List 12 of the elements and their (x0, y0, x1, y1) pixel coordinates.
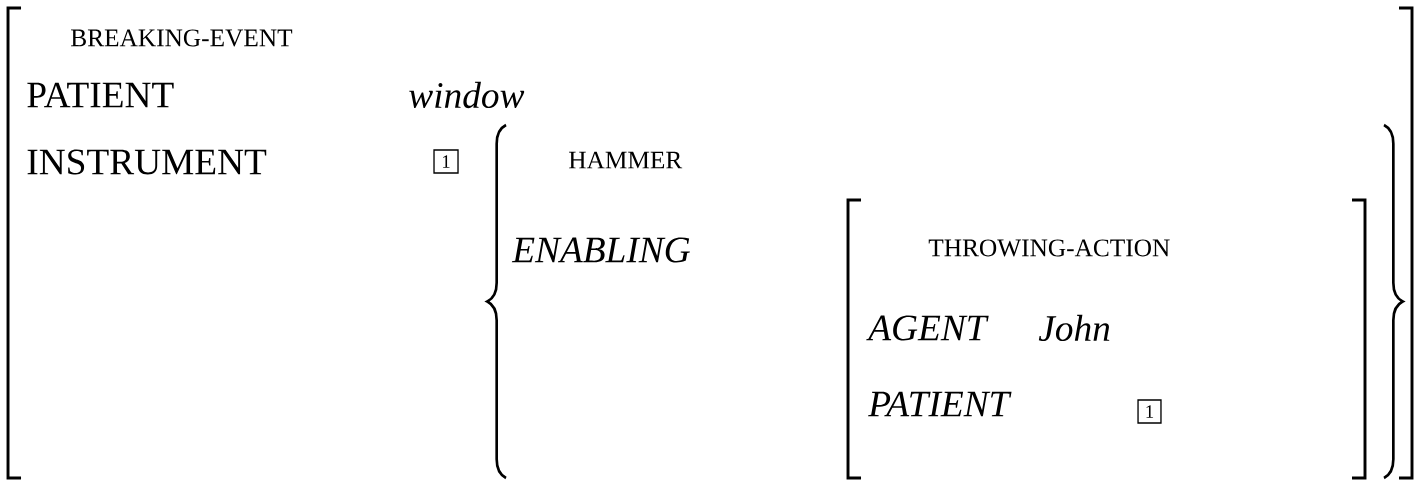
attribute-value: John (1038, 314, 1110, 342)
attribute-value: window (409, 81, 525, 109)
attribute-value: PATIENT (868, 391, 1012, 417)
attribute-value: AGENT (866, 315, 989, 341)
tag-box: 1 (433, 149, 459, 174)
attribute-label: INSTRUMENT (27, 149, 267, 175)
type-label: THROWING-ACTION (928, 239, 1170, 257)
type-label: BREAKING-EVENT (71, 29, 293, 47)
attribute-value: ENABLING (511, 237, 690, 263)
type-label: HAMMER (569, 151, 683, 169)
tag-box: 1 (1137, 399, 1162, 424)
attribute-label: PATIENT (27, 82, 174, 108)
